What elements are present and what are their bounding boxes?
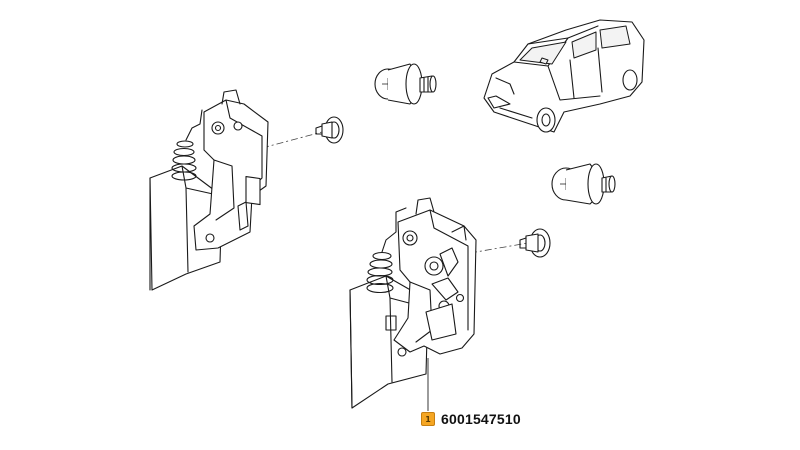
mounting-screw-right — [551, 163, 616, 205]
lock-actuator-left — [149, 89, 269, 291]
part-callout: 1 6001547510 — [421, 411, 521, 427]
car-overview — [483, 19, 645, 133]
callout-badge: 1 — [421, 412, 435, 426]
lock-actuator-right — [349, 197, 477, 409]
part-number-link[interactable]: 6001547510 — [441, 411, 521, 427]
mounting-screw-top — [374, 63, 437, 105]
mounting-screw-small — [519, 228, 551, 258]
alignment-lines — [261, 131, 529, 254]
mounting-screw-left — [315, 116, 344, 144]
